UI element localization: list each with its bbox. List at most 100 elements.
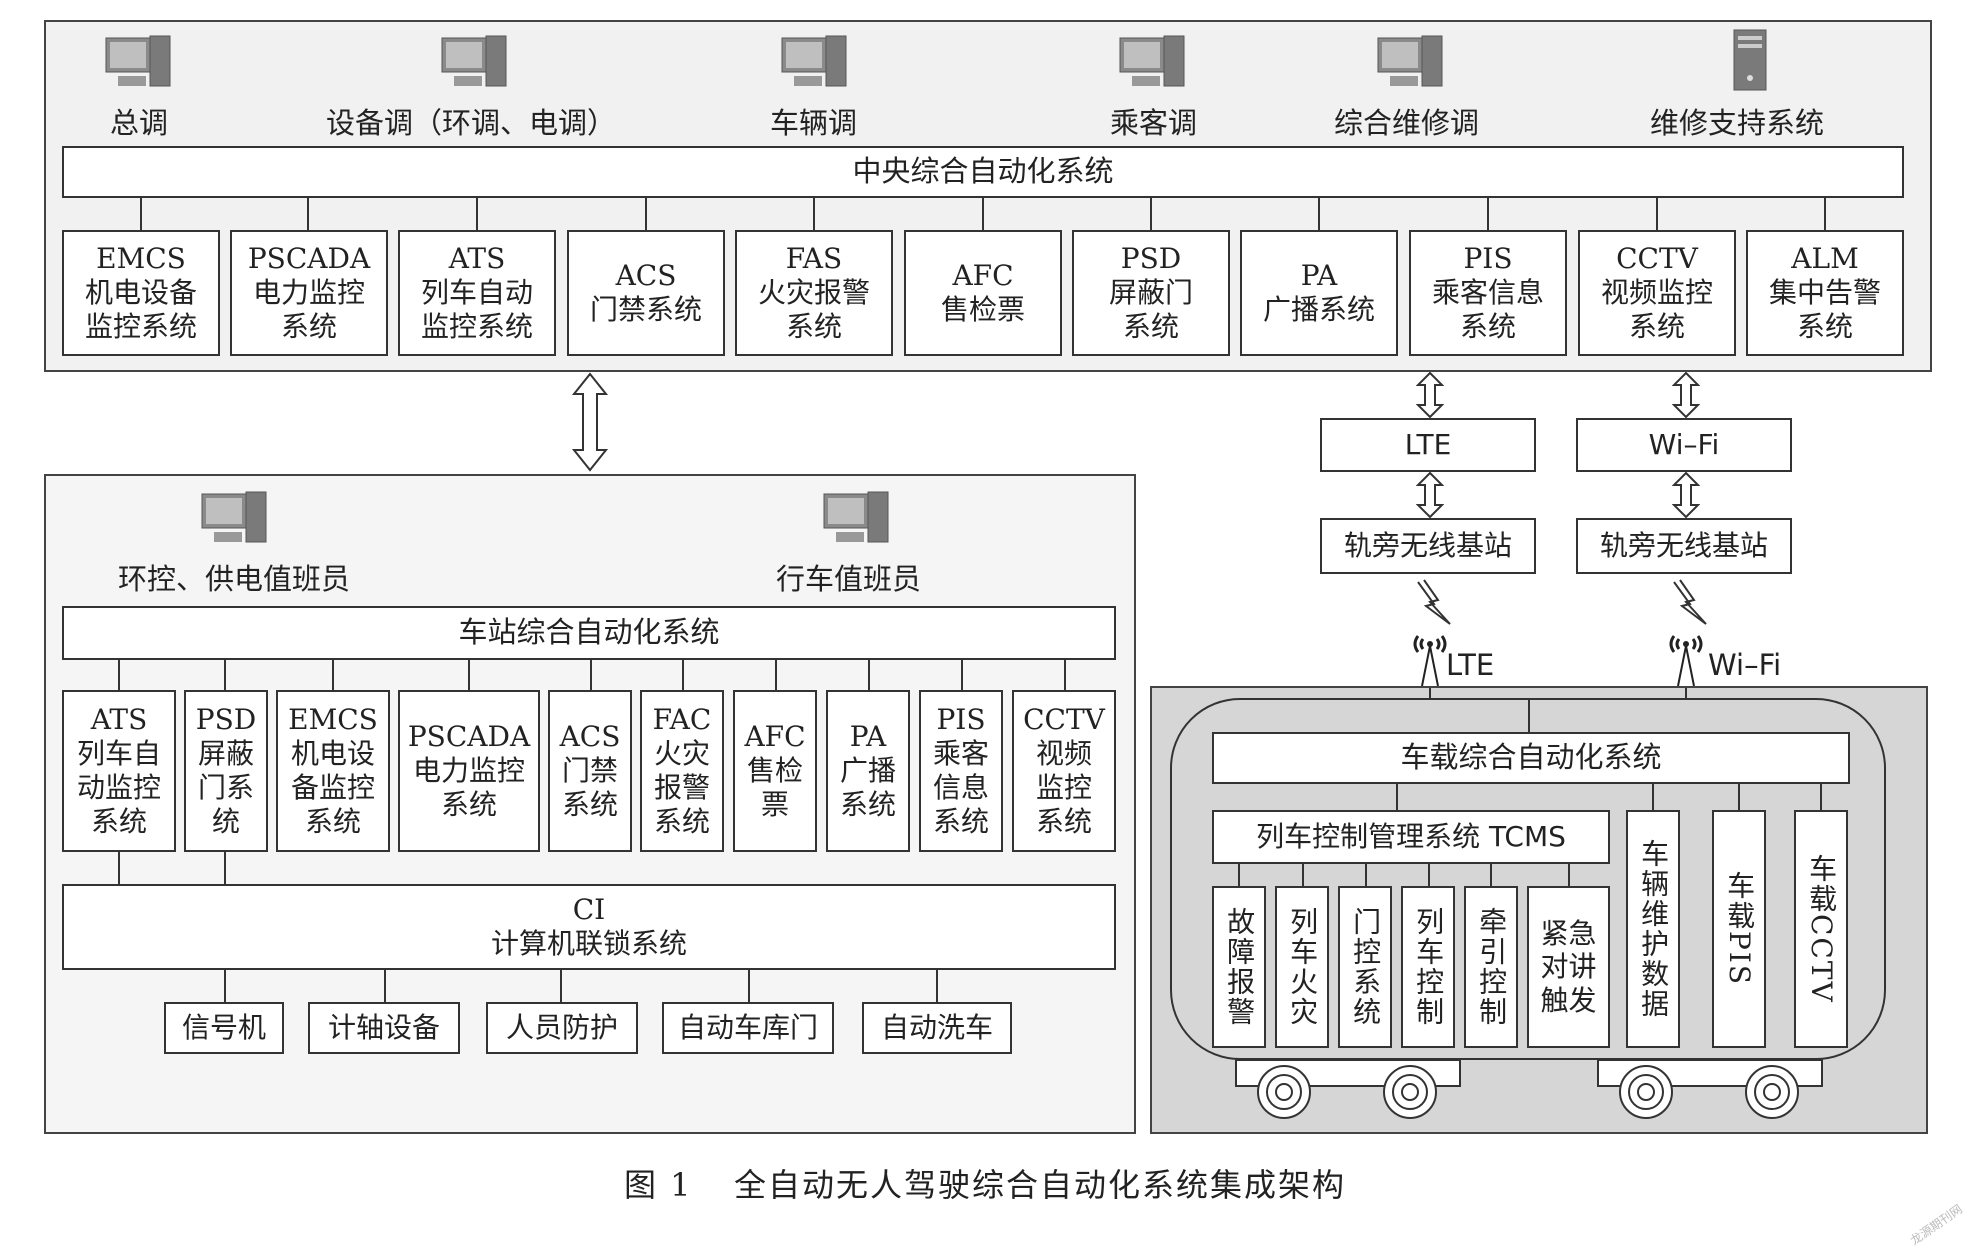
- connector: [224, 852, 226, 884]
- tcms-fault-alarm: 故障报警: [1212, 886, 1266, 1048]
- bogie-icon: [1235, 1059, 1461, 1119]
- connector: [1428, 864, 1430, 886]
- double-arrow-icon: [571, 372, 609, 472]
- connector: [118, 660, 120, 690]
- connector: [1487, 198, 1489, 230]
- double-arrow-icon: [1416, 372, 1444, 418]
- central-bus: 中央综合自动化系统: [62, 146, 1904, 198]
- connector: [1652, 784, 1654, 810]
- connector: [961, 660, 963, 690]
- monitor-icon: [201, 491, 267, 543]
- operator-label: 维修支持系统: [1650, 106, 1825, 140]
- bogie-icon: [1597, 1059, 1823, 1119]
- connector: [118, 852, 120, 884]
- antenna-icon: [1413, 635, 1447, 687]
- connector: [1318, 198, 1320, 230]
- antenna-label-lte: LTE: [1446, 648, 1495, 682]
- wifi-network-box: Wi–Fi: [1576, 418, 1792, 472]
- lte-network-box: LTE: [1320, 418, 1536, 472]
- operator-label: 行车值班员: [776, 562, 922, 596]
- operator-label: 乘客调: [1110, 106, 1198, 140]
- connector: [590, 660, 592, 690]
- field-device-personnel-protection: 人员防护: [486, 1002, 638, 1054]
- operator-label: 设备调（环调、电调）: [326, 106, 617, 140]
- monitor-icon: [105, 35, 171, 87]
- connector: [1568, 864, 1570, 886]
- connector: [1824, 198, 1826, 230]
- tcms-train-control: 列车控制: [1401, 886, 1455, 1048]
- operator-label: 车辆调: [770, 106, 858, 140]
- field-device-axle-counter: 计轴设备: [308, 1002, 460, 1054]
- connector: [1150, 198, 1152, 230]
- figure-number: 图 1: [624, 1166, 693, 1204]
- double-arrow-icon: [1416, 472, 1444, 518]
- connector: [682, 660, 684, 690]
- tcms-train-fire: 列车火灾: [1275, 886, 1329, 1048]
- wireless-link-icon: [1673, 579, 1707, 625]
- antenna-feed-wifi: [1685, 688, 1687, 702]
- central-bus-label: 中央综合自动化系统: [852, 154, 1114, 189]
- connector: [560, 970, 562, 1002]
- double-arrow-icon: [1672, 472, 1700, 518]
- connector: [1528, 698, 1530, 732]
- connector: [1396, 784, 1398, 810]
- figure-caption: 全自动无人驾驶综合自动化系统集成架构: [734, 1166, 1347, 1204]
- operator-label: 综合维修调: [1334, 106, 1480, 140]
- connector: [1302, 864, 1304, 886]
- connector: [813, 198, 815, 230]
- connector: [1738, 784, 1740, 810]
- tcms-box: 列车控制管理系统 TCMS: [1212, 810, 1610, 864]
- antenna-label-wifi: Wi–Fi: [1708, 648, 1782, 682]
- onboard-bus-label: 车载综合自动化系统: [1400, 740, 1662, 775]
- operator-label: 环控、供电值班员: [118, 562, 351, 596]
- connector: [224, 970, 226, 1002]
- onboard-pis: 车载PIS: [1712, 810, 1766, 1048]
- onboard-bus: 车载综合自动化系统: [1212, 732, 1850, 784]
- antenna-feed-lte: [1429, 688, 1431, 702]
- connector: [748, 970, 750, 1002]
- connector: [476, 198, 478, 230]
- connector: [868, 660, 870, 690]
- connector: [468, 660, 470, 690]
- operator-label: 总调: [110, 106, 169, 140]
- connector: [645, 198, 647, 230]
- connector: [332, 660, 334, 690]
- connector: [936, 970, 938, 1002]
- tcms-emergency-intercom: 紧急对讲触发: [1527, 886, 1610, 1048]
- double-arrow-icon: [1672, 372, 1700, 418]
- station-bus: 车站综合自动化系统: [62, 606, 1116, 660]
- connector: [384, 970, 386, 1002]
- field-device-auto-wash: 自动洗车: [862, 1002, 1012, 1054]
- watermark: 龙源期刊网: [1907, 1201, 1965, 1248]
- connector: [1656, 198, 1658, 230]
- field-device-auto-depot-door: 自动车库门: [662, 1002, 834, 1054]
- vehicle-maintenance-data: 车辆维护数据: [1626, 810, 1680, 1048]
- connector: [1238, 864, 1240, 886]
- connector: [140, 198, 142, 230]
- monitor-icon: [781, 35, 847, 87]
- server-icon: [1733, 29, 1767, 91]
- connector: [775, 660, 777, 690]
- connector: [1064, 660, 1066, 690]
- station-bus-label: 车站综合自动化系统: [458, 615, 720, 650]
- tcms-door-control: 门控系统: [1338, 886, 1392, 1048]
- field-device-signal: 信号机: [164, 1002, 284, 1054]
- monitor-icon: [1119, 35, 1185, 87]
